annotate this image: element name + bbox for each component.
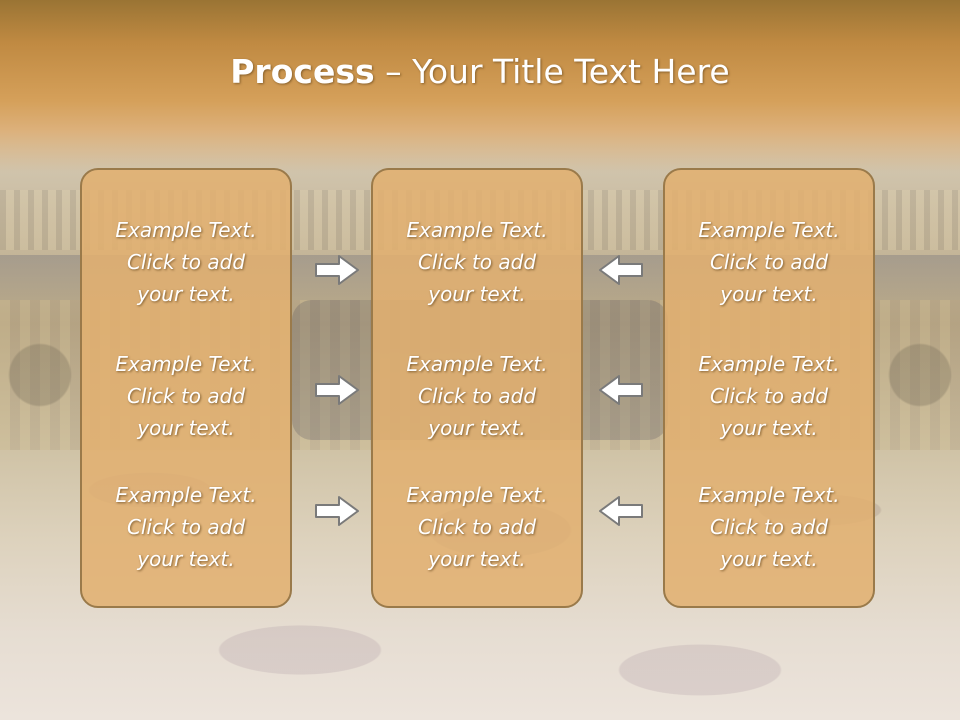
text-line: Example Text. <box>698 218 840 242</box>
text-line: Click to add <box>417 515 537 539</box>
title-bold-text: Process <box>230 52 375 91</box>
text-line: your text. <box>137 282 235 306</box>
text-line: your text. <box>137 416 235 440</box>
text-line: Click to add <box>709 515 829 539</box>
text-line: Example Text. <box>115 218 257 242</box>
left-arrow-icon[interactable] <box>597 252 645 288</box>
text-line: Click to add <box>126 250 246 274</box>
left-arrow-icon[interactable] <box>597 372 645 408</box>
right-arrow-icon[interactable] <box>313 252 361 288</box>
right-arrow-icon[interactable] <box>313 493 361 529</box>
text-line: Click to add <box>126 384 246 408</box>
text-line: Click to add <box>709 384 829 408</box>
text-block[interactable]: Example Text. Click to add your text. <box>82 214 290 310</box>
right-arrow-icon[interactable] <box>313 372 361 408</box>
text-block[interactable]: Example Text. Click to add your text. <box>665 214 873 310</box>
process-box-center[interactable]: Example Text. Click to add your text. Ex… <box>371 168 583 608</box>
text-line: your text. <box>428 547 526 571</box>
text-line: Example Text. <box>115 483 257 507</box>
text-line: Example Text. <box>406 218 548 242</box>
text-block[interactable]: Example Text. Click to add your text. <box>665 479 873 575</box>
process-box-right[interactable]: Example Text. Click to add your text. Ex… <box>663 168 875 608</box>
process-box-left[interactable]: Example Text. Click to add your text. Ex… <box>80 168 292 608</box>
text-block[interactable]: Example Text. Click to add your text. <box>373 479 581 575</box>
text-line: Click to add <box>417 384 537 408</box>
text-block[interactable]: Example Text. Click to add your text. <box>665 348 873 444</box>
text-block[interactable]: Example Text. Click to add your text. <box>373 348 581 444</box>
text-line: Click to add <box>709 250 829 274</box>
text-line: your text. <box>720 282 818 306</box>
text-line: your text. <box>137 547 235 571</box>
text-block[interactable]: Example Text. Click to add your text. <box>373 214 581 310</box>
text-line: Click to add <box>417 250 537 274</box>
text-line: your text. <box>720 416 818 440</box>
left-arrow-icon[interactable] <box>597 493 645 529</box>
text-line: your text. <box>428 416 526 440</box>
text-line: your text. <box>428 282 526 306</box>
text-block[interactable]: Example Text. Click to add your text. <box>82 479 290 575</box>
text-line: Example Text. <box>406 483 548 507</box>
text-line: Click to add <box>126 515 246 539</box>
text-line: Example Text. <box>698 483 840 507</box>
slide-title[interactable]: Process – Your Title Text Here <box>0 52 960 91</box>
text-line: Example Text. <box>406 352 548 376</box>
text-line: Example Text. <box>115 352 257 376</box>
text-line: Example Text. <box>698 352 840 376</box>
text-line: your text. <box>720 547 818 571</box>
title-rest-text: – Your Title Text Here <box>374 52 730 91</box>
text-block[interactable]: Example Text. Click to add your text. <box>82 348 290 444</box>
